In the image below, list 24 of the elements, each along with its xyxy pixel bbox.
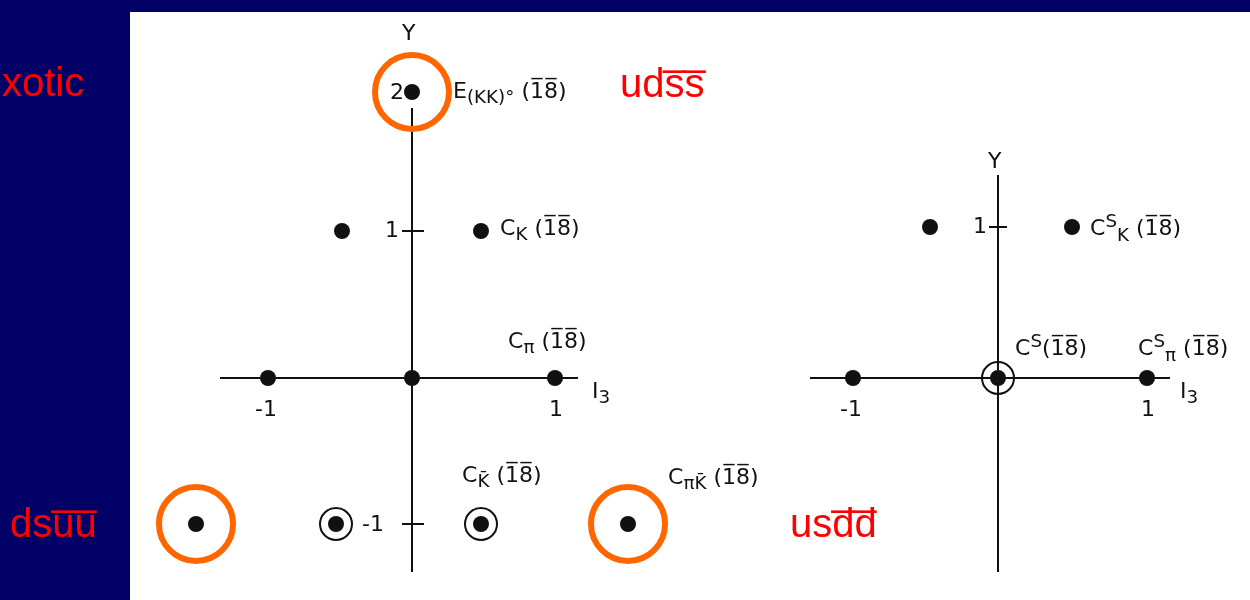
state-label: C$_{K̄}$ (1̅8̅) [462, 464, 542, 491]
tick-label: -1 [255, 398, 277, 420]
axis-label: I$_{3}$ [592, 380, 611, 407]
quark-content: dsu̅u̅ [10, 503, 97, 543]
state-label: C$_{π}$ (1̅8̅) [508, 330, 587, 357]
axis-label: I$_{3}$ [1180, 380, 1199, 407]
state-label: C$^{S}$$_{π}$ (1̅8̅) [1138, 332, 1229, 365]
axis-label: Y [988, 150, 1002, 172]
state-label: C$^{S}$$_{K}$ (1̅8̅) [1090, 212, 1182, 245]
state-label: C$_{πK̄}$ (1̅8̅) [668, 466, 759, 493]
tick-label: 2 [390, 81, 404, 103]
state-label: C$^{S}$(1̅8̅) [1015, 332, 1088, 360]
tick-label: 1 [973, 215, 987, 237]
state-label: E$_{(KK)°}$ (1̅8̅) [453, 80, 567, 107]
tick-label: -1 [840, 398, 862, 420]
slide-heading: xotic [2, 62, 85, 102]
axis-label: Y [402, 22, 416, 44]
tick-label: 1 [549, 398, 563, 420]
quark-content: usd̅d̅ [790, 503, 877, 543]
quark-content: uds̅s̅ [620, 63, 705, 103]
tick-label: 1 [385, 219, 399, 241]
tick-label: 1 [1141, 398, 1155, 420]
state-label: C$_{K}$ (1̅8̅) [500, 217, 580, 244]
tick-label: -1 [362, 513, 384, 535]
